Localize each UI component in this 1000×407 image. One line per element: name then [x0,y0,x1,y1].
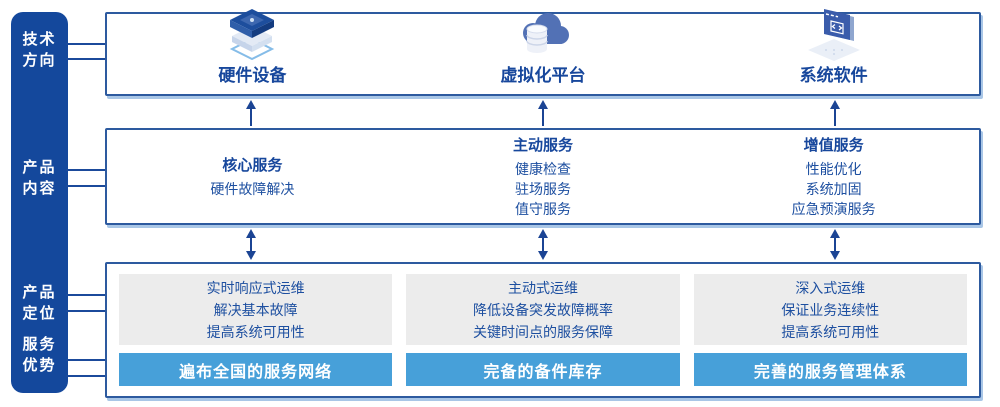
sidebar-label-tech-direction: 技术 方向 [22,31,57,69]
tech-item-label: 硬件设备 [218,66,287,85]
product-positioning-box: 实时响应式运维 解决基本故障 提高系统可用性 遍布全国的服务网络 主动式运维 降… [105,262,981,398]
sidebar-label-service-advantage: 服务 优势 [22,336,57,374]
double-arrow-icon [105,229,397,260]
positioning-line: 提高系统可用性 [781,323,880,340]
positioning-line: 解决基本故障 [213,301,298,318]
content-col-title: 核心服务 [222,157,283,174]
code-window-icon [804,7,864,61]
up-arrow-icon [105,100,397,126]
connector-line [66,359,107,361]
positioning-col-indepth: 深入式运维 保证业务连续性 提高系统可用性 完善的服务管理体系 [693,274,967,386]
server-stack-icon [222,7,282,60]
service-advantage-banner: 完备的备件库存 [406,353,680,386]
positioning-description-box: 主动式运维 降低设备突发故障概率 关键时间点的服务保障 [406,274,680,345]
connector-line [66,169,107,171]
positioning-line: 关键时间点的服务保障 [472,323,613,340]
content-item: 系统加固 [805,181,862,197]
double-arrow-icon [397,229,689,260]
content-item: 健康检查 [515,161,571,177]
positioning-col-proactive: 主动式运维 降低设备突发故障概率 关键时间点的服务保障 完备的备件库存 [406,274,680,386]
product-content-box: 核心服务 硬件故障解决 主动服务 健康检查 驻场服务 值守服务 增值服务 性能优… [105,128,981,225]
content-item: 值守服务 [515,201,571,217]
connector-line [66,310,107,312]
sidebar-label-product-content: 产品 内容 [22,159,57,197]
tech-item-hardware: 硬件设备 [107,9,398,94]
positioning-line: 降低设备突发故障概率 [472,301,613,318]
content-item: 性能优化 [805,161,862,177]
content-col-title: 主动服务 [513,137,574,154]
positioning-description-box: 实时响应式运维 解决基本故障 提高系统可用性 [119,274,393,345]
content-col-active-service: 主动服务 健康检查 驻场服务 值守服务 [398,130,689,223]
cloud-database-icon [513,7,573,59]
tech-item-system-software: 系统软件 [688,9,979,94]
content-col-value-added-service: 增值服务 性能优化 系统加固 应急预演服务 [688,130,979,223]
double-arrow-icon [689,229,981,260]
arrow-row-double [105,229,981,260]
content-col-core-service: 核心服务 硬件故障解决 [107,130,398,223]
connector-line [66,185,107,187]
content-item: 硬件故障解决 [210,181,295,197]
connector-line [66,58,107,60]
service-advantage-banner: 遍布全国的服务网络 [119,353,393,386]
connector-line [66,375,107,377]
positioning-description-box: 深入式运维 保证业务连续性 提高系统可用性 [693,274,967,345]
positioning-line: 保证业务连续性 [781,301,880,318]
tech-item-label: 虚拟化平台 [500,66,586,85]
sidebar-label-product-positioning: 产品 定位 [22,284,57,322]
connector-line [66,43,107,45]
tech-direction-box: 硬件设备 虚拟化平台 [105,9,981,96]
tech-item-virtualization: 虚拟化平台 [398,13,689,94]
up-arrow-icon [689,100,981,126]
up-arrow-icon [397,100,689,126]
positioning-line: 实时响应式运维 [206,279,305,296]
content-item: 驻场服务 [515,181,571,197]
connector-line [66,294,107,296]
content-item: 应急预演服务 [791,201,876,217]
positioning-col-realtime: 实时响应式运维 解决基本故障 提高系统可用性 遍布全国的服务网络 [119,274,393,386]
positioning-line: 深入式运维 [795,279,866,296]
service-advantage-banner: 完善的服务管理体系 [693,353,967,386]
arrow-row-up [105,100,981,126]
sidebar: 技术 方向 产品 内容 产品 定位 服务 优势 [11,12,68,393]
positioning-line: 提高系统可用性 [206,323,305,340]
positioning-line: 主动式运维 [507,279,578,296]
tech-item-label: 系统软件 [799,66,868,85]
content-col-title: 增值服务 [803,137,864,154]
